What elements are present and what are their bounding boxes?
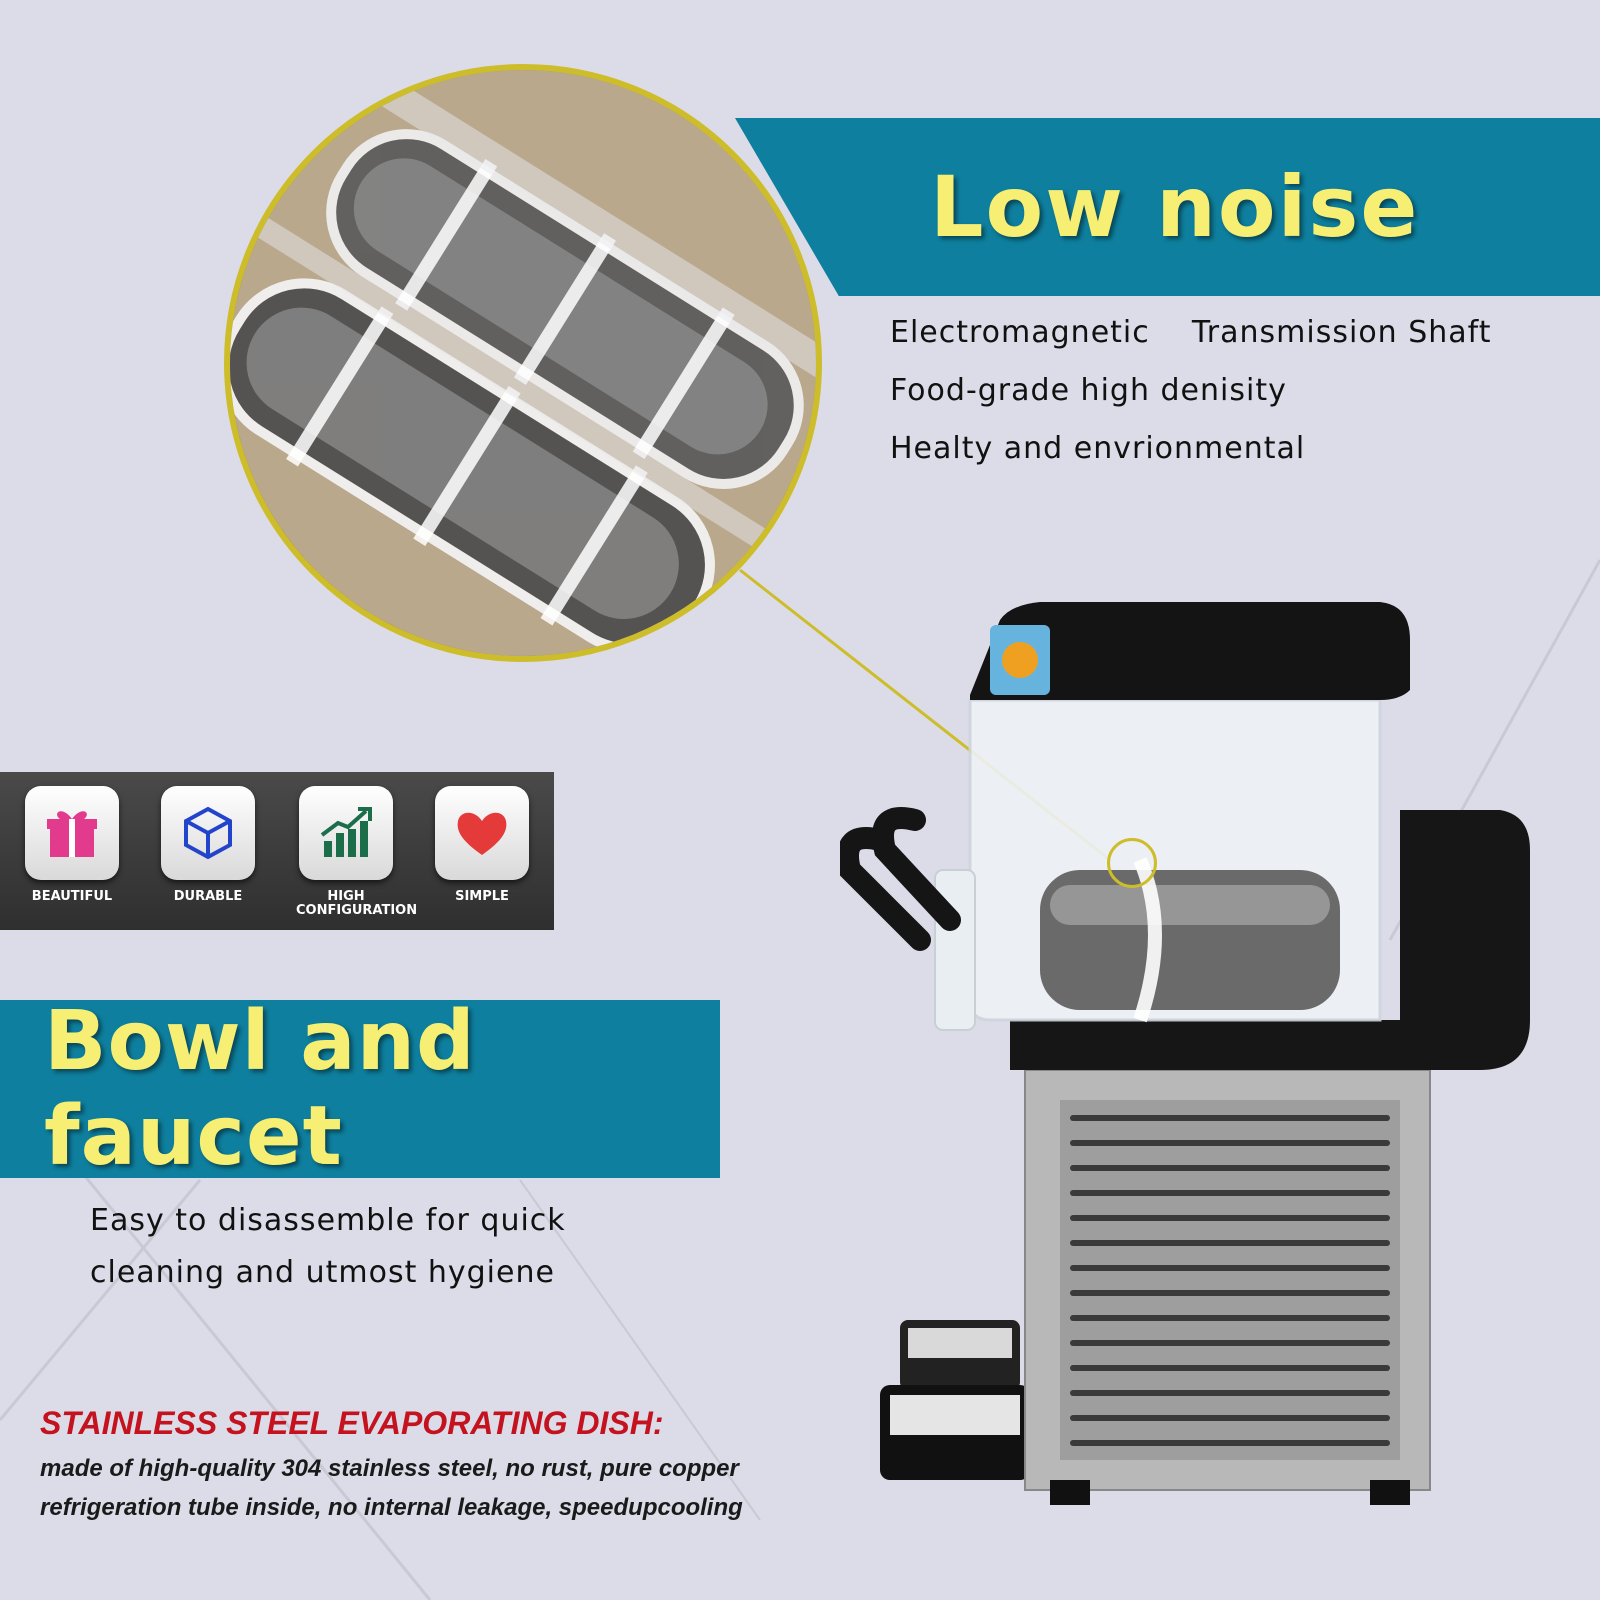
cube-icon — [184, 806, 232, 860]
zoom-detail-image — [224, 64, 822, 662]
feature-item: Food-grade high denisity — [890, 373, 1287, 408]
badge-beautiful: BEAUTIFUL — [22, 786, 122, 904]
low-noise-title: Low noise — [930, 158, 1420, 256]
badge-strip: BEAUTIFUL DURABLE HIGH CONFIGURATION — [0, 772, 554, 930]
bowl-description: Easy to disassemble for quick cleaning a… — [90, 1203, 566, 1290]
feature-item: Electromagnetic Transmission Shaft — [890, 315, 1492, 350]
badge-label: HIGH CONFIGURATION — [296, 889, 418, 918]
badge-label: BEAUTIFUL — [31, 889, 113, 904]
badge-high-configuration: HIGH CONFIGURATION — [296, 786, 418, 918]
bowl-faucet-title: Bowl and faucet — [44, 994, 476, 1184]
badge-label: DURABLE — [173, 889, 243, 904]
steel-dish-description: made of high-quality 304 stainless steel… — [40, 1455, 743, 1521]
chart-up-icon — [320, 807, 372, 857]
badge-durable: DURABLE — [158, 786, 258, 904]
gift-icon — [47, 811, 97, 857]
heart-icon — [457, 812, 507, 855]
bowl-faucet-banner: Bowl and faucet — [0, 994, 720, 1184]
badge-label: SIMPLE — [455, 889, 509, 904]
steel-dish-title: STAINLESS STEEL EVAPORATING DISH: — [40, 1405, 664, 1441]
feature-item: Healty and envrionmental — [890, 431, 1306, 466]
zoom-marker — [1107, 838, 1157, 888]
badge-simple: SIMPLE — [432, 786, 532, 904]
low-noise-banner: Low noise — [735, 118, 1600, 296]
slush-machine-image — [840, 602, 1530, 1505]
feature-list: Electromagnetic Transmission Shaft Food-… — [890, 310, 1491, 484]
